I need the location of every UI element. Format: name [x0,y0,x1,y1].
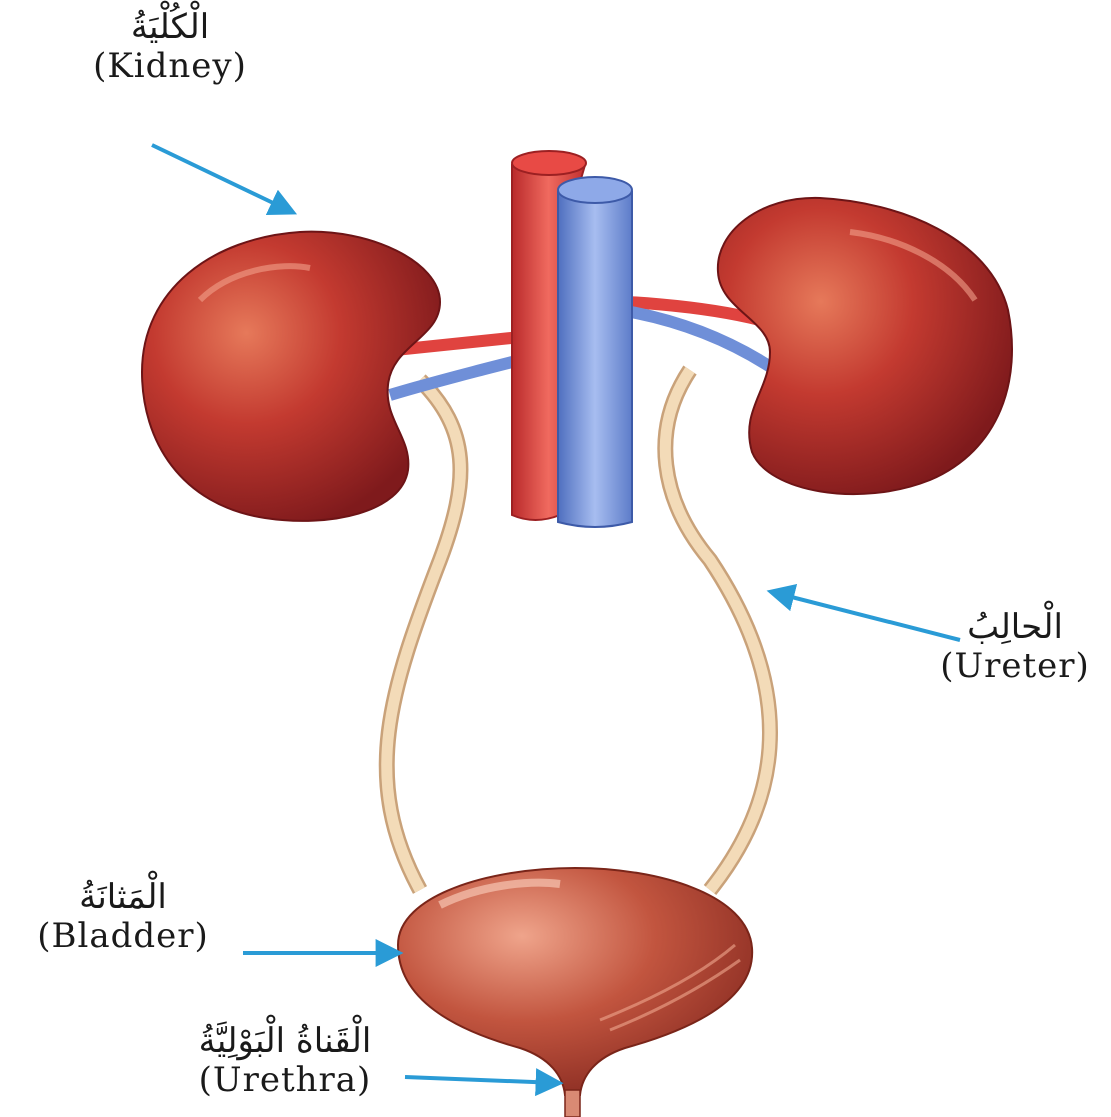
urethra-label: الْقَناةُ الْبَوْلِيَّةُ (Urethra) [160,1022,410,1100]
urethra-arrow [405,1077,558,1083]
urethra-label-arabic: الْقَناةُ الْبَوْلِيَّةُ [160,1022,410,1061]
kidney-label: الْكُلْيَةُ (Kidney) [60,8,280,86]
bladder-label-arabic: الْمَثانَةُ [8,878,238,917]
kidney-right [718,198,1012,494]
kidney-arrow [152,145,292,212]
ureter-label-english: (Ureter) [920,647,1110,686]
bladder-label-english: (Bladder) [8,917,238,956]
vena-cava [558,177,632,527]
urethra-label-english: (Urethra) [160,1061,410,1100]
urethra [565,1090,580,1117]
bladder [398,868,752,1095]
kidney-label-arabic: الْكُلْيَةُ [60,8,280,47]
ureter-label-arabic: الْحالِبُ [920,608,1110,647]
kidney-left [142,232,440,521]
bladder-label: الْمَثانَةُ (Bladder) [8,878,238,956]
ureter-label: الْحالِبُ (Ureter) [920,608,1110,686]
kidney-label-english: (Kidney) [60,47,280,86]
